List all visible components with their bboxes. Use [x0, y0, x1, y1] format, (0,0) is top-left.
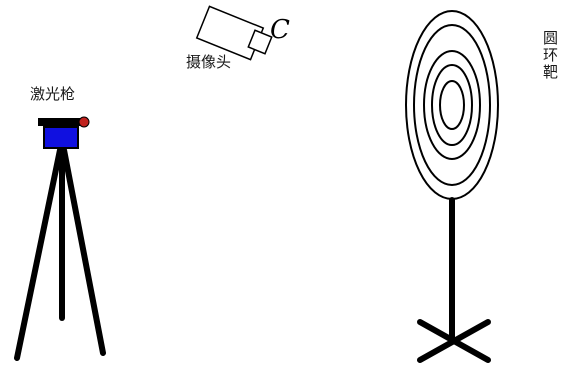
target-ring-1 [405, 10, 499, 200]
target-ring-4 [431, 64, 473, 146]
camera-lens [247, 29, 273, 55]
target-ring-3 [423, 50, 481, 160]
laser-gun-tip [78, 116, 90, 128]
tripod-leg-right [61, 147, 106, 356]
tripod-leg-left [14, 147, 63, 361]
camera-label: 摄像头 [186, 53, 232, 71]
camera-icon [195, 5, 273, 61]
laser-gun-body [43, 126, 79, 149]
laser-gun-rail [38, 118, 82, 126]
ring-target-label: 圆环靶 [541, 30, 559, 81]
target-ring-2 [413, 24, 491, 186]
target-stand [417, 197, 491, 363]
ring-target-icon [405, 10, 499, 200]
target-bullseye [439, 80, 465, 130]
target-base-leg-b [417, 319, 491, 363]
camera-symbol: C [270, 15, 290, 45]
tripod [14, 147, 106, 361]
laser-gun-icon [38, 116, 90, 149]
laser-gun-label: 激光枪 [30, 85, 76, 103]
